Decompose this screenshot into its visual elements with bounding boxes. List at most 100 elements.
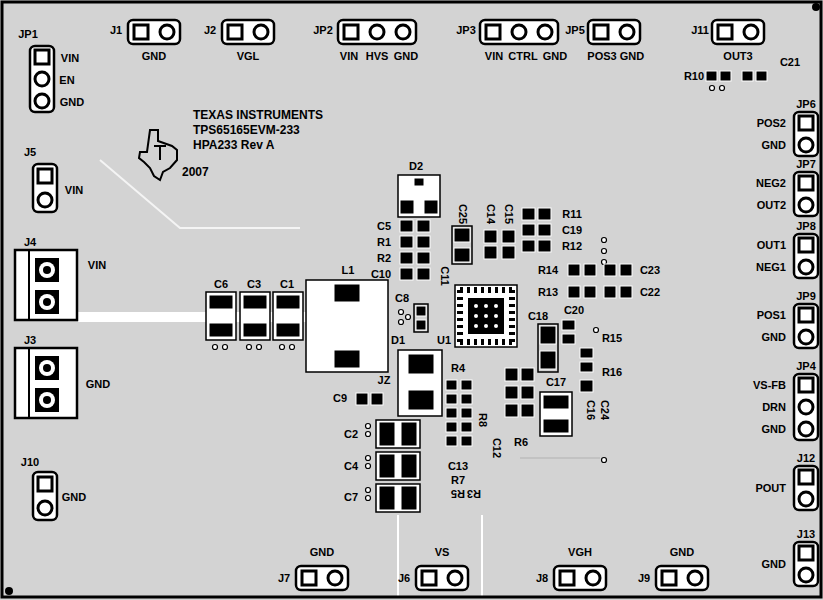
silkscreen-label: R1 <box>377 237 391 248</box>
silkscreen-label: HPA233 Rev A <box>193 139 274 151</box>
smd-pad <box>417 236 430 248</box>
terminal-block <box>28 348 30 418</box>
silkscreen-label: R15 <box>602 333 622 344</box>
corner-dot <box>812 3 820 11</box>
silkscreen-label: 2007 <box>182 166 209 178</box>
via <box>213 345 218 350</box>
smd-pad <box>568 264 580 276</box>
silkscreen-label: J3 <box>24 335 36 346</box>
silkscreen-label: C14 <box>485 204 496 224</box>
terminal-block <box>15 348 77 418</box>
qfn-pin <box>502 339 505 345</box>
via <box>366 424 371 429</box>
qfn-pin <box>457 325 463 328</box>
qfn-pin <box>488 287 491 293</box>
silkscreen-label: U1 <box>437 335 451 346</box>
capacitor-outline <box>376 452 420 480</box>
smd-pad <box>502 230 515 243</box>
corner-dot <box>5 587 13 595</box>
silkscreen-label: J9 <box>638 573 650 584</box>
terminal-pad <box>35 258 59 282</box>
smd-pad <box>379 422 395 446</box>
smd-pad <box>417 252 430 264</box>
smd-pad <box>400 220 413 232</box>
silkscreen-label: L1 <box>342 265 355 276</box>
qfn-pin <box>509 287 512 293</box>
silkscreen-label: C22 <box>640 287 660 298</box>
silkscreen-label: R11 <box>562 209 582 220</box>
qfn-pin <box>457 318 463 321</box>
terminal-hole <box>39 392 55 408</box>
silkscreen-label: R8 <box>477 413 488 427</box>
square-pin <box>344 25 358 39</box>
smd-pad <box>461 408 472 418</box>
smd-pad <box>484 230 497 243</box>
round-pin <box>799 400 813 414</box>
qfn-outline <box>455 285 517 347</box>
silkscreen-label: C3 <box>247 279 261 290</box>
round-pin <box>586 571 600 585</box>
silkscreen-label: JP2 <box>313 25 333 36</box>
silkscreen-label: GND <box>620 51 644 62</box>
smd-pad <box>414 178 424 186</box>
capacitor-outline <box>376 484 420 512</box>
silkscreen-label: C23 <box>640 265 660 276</box>
capacitor-outline <box>540 392 572 436</box>
qfn-pin <box>474 339 477 345</box>
round-pin <box>799 260 813 274</box>
thermal-via <box>494 324 498 328</box>
smd-pad <box>620 286 632 298</box>
thermal-via <box>474 314 478 318</box>
via <box>406 315 411 320</box>
smd-pad <box>505 404 518 417</box>
qfn-pin <box>509 325 515 328</box>
smd-pad <box>400 236 413 248</box>
silkscreen-label: GND <box>762 140 786 151</box>
pin-header <box>296 566 348 590</box>
smd-pad <box>461 422 472 432</box>
silkscreen-label: C15 <box>503 204 514 224</box>
pin-header <box>30 46 54 112</box>
round-pin <box>799 422 813 436</box>
silkscreen-label: GND <box>86 379 110 390</box>
smd-pad <box>580 348 593 358</box>
smd-pad <box>461 380 472 390</box>
silkscreen-label: C17 <box>546 377 566 388</box>
silkscreen-label: GND <box>762 332 786 343</box>
silkscreen-label: JP3 <box>456 25 476 36</box>
terminal-pad <box>35 356 59 380</box>
qfn-pin <box>457 339 463 342</box>
smd-pad <box>401 486 417 510</box>
capacitor-outline <box>376 420 420 448</box>
silkscreen-label: NEG1 <box>756 262 786 273</box>
silkscreen-label: JP4 <box>796 361 816 372</box>
silkscreen-label: C19 <box>562 225 582 236</box>
silkscreen-label: JP7 <box>796 159 816 170</box>
silkscreen-label: DRN <box>762 402 786 413</box>
silkscreen-label: VIN <box>340 51 358 62</box>
round-pin <box>35 94 49 108</box>
silkscreen-label: J13 <box>797 529 815 540</box>
pin-header <box>554 566 606 590</box>
silkscreen-label: R10 <box>684 71 704 82</box>
round-pin <box>328 571 342 585</box>
silkscreen-label: J2 <box>204 25 216 36</box>
silkscreen-label: OUT2 <box>757 200 786 211</box>
silkscreen-label: D2 <box>409 161 423 172</box>
via <box>257 345 262 350</box>
qfn-pin <box>509 339 512 345</box>
silkscreen-label: J10 <box>21 457 39 468</box>
terminal-hole <box>43 266 51 274</box>
pin-header <box>222 20 274 44</box>
smd-pad <box>209 295 233 309</box>
qfn-pin <box>481 339 484 345</box>
square-pin <box>228 25 242 39</box>
diode-outline <box>398 350 442 416</box>
silkscreen-label: J7 <box>278 573 290 584</box>
silkscreen-label: VIN <box>61 53 79 64</box>
square-pin <box>662 571 676 585</box>
silkscreen-label: C25 <box>457 204 468 224</box>
